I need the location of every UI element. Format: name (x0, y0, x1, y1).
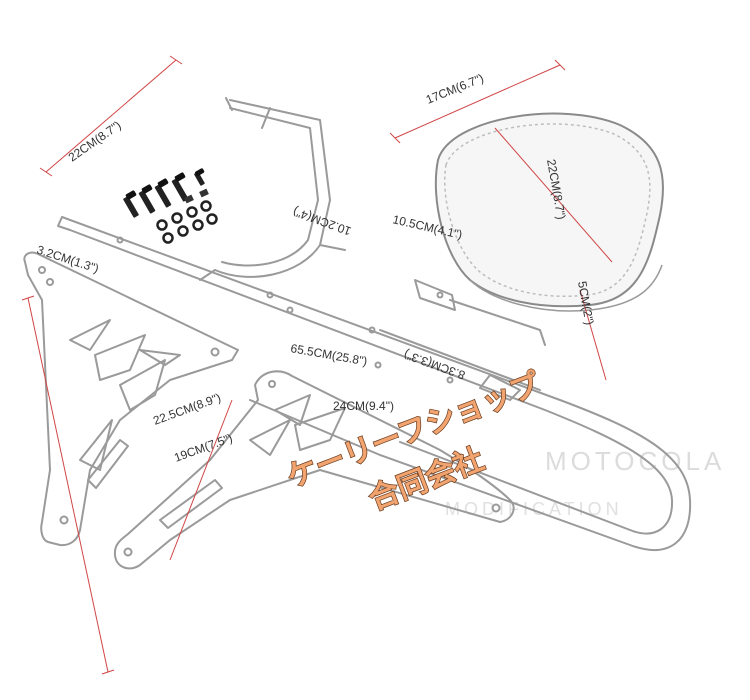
nut (199, 188, 209, 198)
dim-label-19cm: 19CM(7.5") (172, 431, 234, 465)
bolt-set (123, 168, 218, 244)
rack-cross-brace-1 (414, 279, 456, 311)
dimension-lines (21, 55, 613, 675)
bolt (171, 172, 189, 202)
background-logo-brand: MOTOCOLA (545, 446, 725, 476)
dim-line-22cm-pad (494, 127, 613, 263)
left-bracket-cutout (69, 319, 111, 351)
dim-label-24cm: 24CM(9.4") (333, 399, 394, 413)
left-side-bracket (23, 251, 239, 547)
dim-line-19cm-b (169, 399, 233, 561)
main-rack-frame (57, 97, 692, 551)
seat-pad (434, 112, 664, 312)
right-side-bracket (113, 370, 515, 570)
dim-label-17cm: 17CM(6.7") (424, 71, 486, 107)
bolt (154, 178, 172, 208)
bolt (194, 168, 205, 186)
washer (162, 232, 174, 244)
dim-line-19cm (27, 297, 109, 673)
bolt (138, 184, 156, 214)
nut (184, 194, 194, 204)
rack-inner-rail (69, 229, 674, 535)
bolt (123, 190, 139, 218)
washer (192, 219, 204, 231)
dim-line-5cm (579, 289, 607, 381)
dim-label-8-3cm: 8.3CM(3.3") (402, 347, 467, 382)
dim-label-65-5cm: 65.5CM(25.8") (289, 341, 368, 368)
seat-pad-outline (434, 112, 664, 308)
right-bracket-cutout (249, 419, 291, 456)
dim-label-22-5cm: 22.5CM(8.9") (151, 390, 222, 427)
right-bracket-slot (159, 479, 223, 529)
rack-outer-rail (61, 216, 692, 551)
washer (177, 225, 189, 237)
background-logo: MOTOCOLA MODIFICATION (445, 446, 725, 519)
dim-line-22cm-top (45, 59, 177, 173)
rack-front-end (57, 216, 71, 231)
left-bracket-cutout (119, 359, 166, 411)
left-bracket-outline (23, 251, 239, 547)
left-bracket-slot (87, 439, 129, 489)
right-bracket-outline (113, 370, 515, 570)
dim-line-17cm (394, 64, 561, 139)
washer (206, 213, 218, 225)
washer (171, 212, 183, 224)
washer (156, 219, 168, 231)
washer (200, 200, 212, 212)
right-bracket-cutout (274, 394, 311, 426)
left-bracket-cutout (94, 334, 146, 381)
seat-pad-stitching (444, 123, 651, 298)
dim-label-22cm-top: 22CM(8.7") (66, 118, 124, 164)
rack-cross-brace-2 (479, 374, 521, 401)
rack-upright-inner (221, 107, 319, 267)
right-bracket-cutout (294, 407, 346, 451)
rack-upright-outer (214, 99, 331, 278)
washer (186, 206, 198, 218)
